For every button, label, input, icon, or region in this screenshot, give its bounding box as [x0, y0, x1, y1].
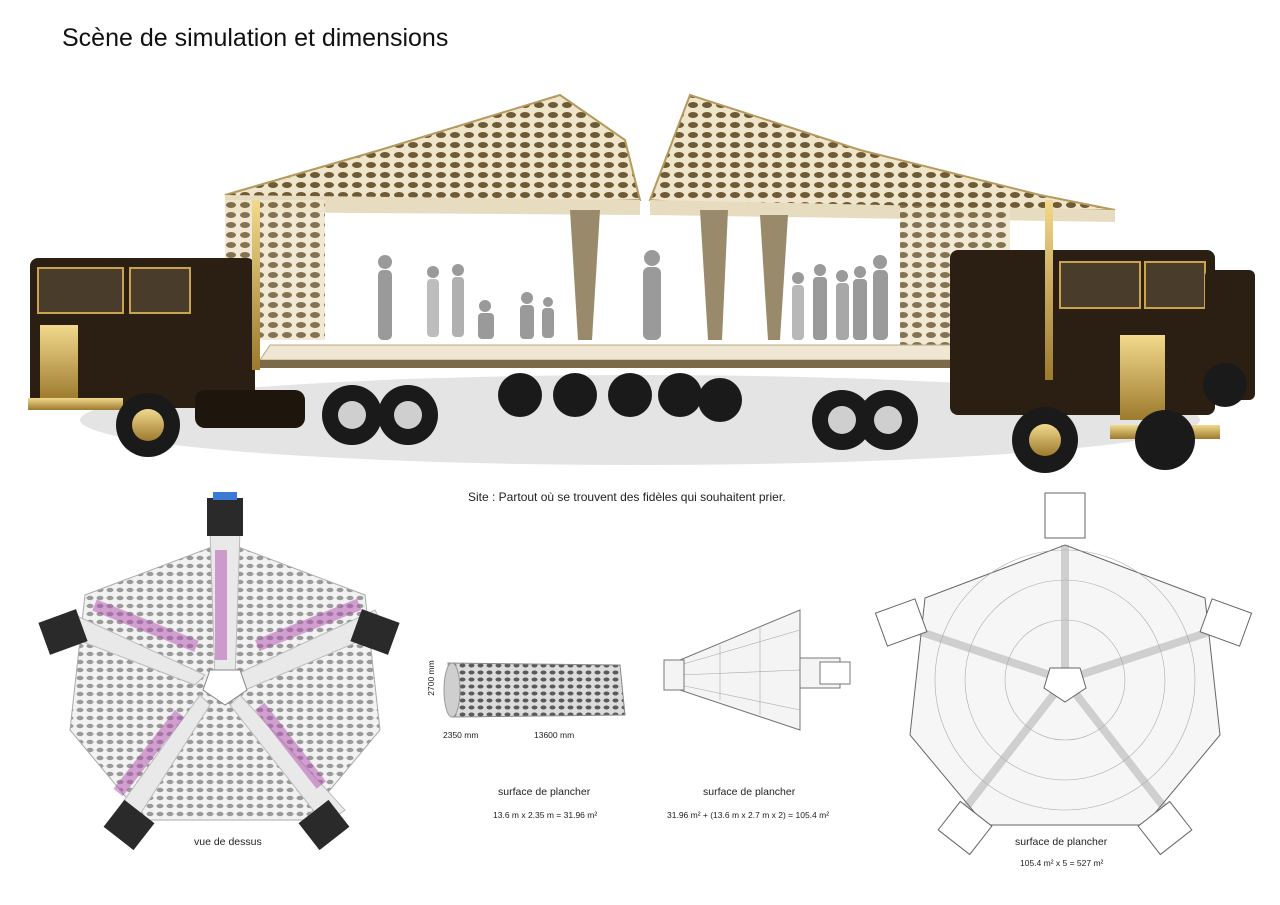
column	[760, 215, 788, 340]
single-unit-caption: surface de plancher	[703, 786, 796, 798]
module-drawing	[443, 662, 626, 718]
top-view-drawing	[38, 492, 400, 851]
column	[700, 210, 728, 340]
stage-floor	[259, 344, 1001, 361]
full-plan-drawing	[874, 492, 1253, 856]
site-caption: Site : Partout où se trouvent des fidèle…	[468, 490, 786, 504]
full-plan-caption: surface de plancher	[1015, 836, 1108, 848]
single-unit-formula: 31.96 m² + (13.6 m x 2.7 m x 2) = 105.4 …	[667, 810, 830, 820]
visitor-figures	[378, 250, 888, 340]
page-title: Scène de simulation et dimensions	[62, 24, 449, 52]
module-width-label: 2350 mm	[443, 730, 479, 740]
trailer-wheels	[498, 373, 742, 422]
module-caption: surface de plancher	[498, 786, 591, 798]
right-truck	[812, 200, 1255, 473]
canopy-right	[648, 93, 1116, 214]
module-formula: 13.6 m x 2.35 m = 31.96 m²	[493, 810, 598, 820]
single-unit-drawing	[663, 609, 851, 731]
full-plan-formula: 105.4 m² x 5 = 527 m²	[1020, 858, 1104, 868]
canopy-left	[224, 93, 642, 212]
module-length-label: 13600 mm	[534, 730, 575, 740]
column	[570, 210, 600, 340]
left-truck	[28, 200, 438, 457]
module-height-label: 2700 mm	[426, 660, 436, 696]
top-view-caption: vue de dessus	[194, 836, 262, 848]
hero-rendering	[28, 93, 1255, 473]
